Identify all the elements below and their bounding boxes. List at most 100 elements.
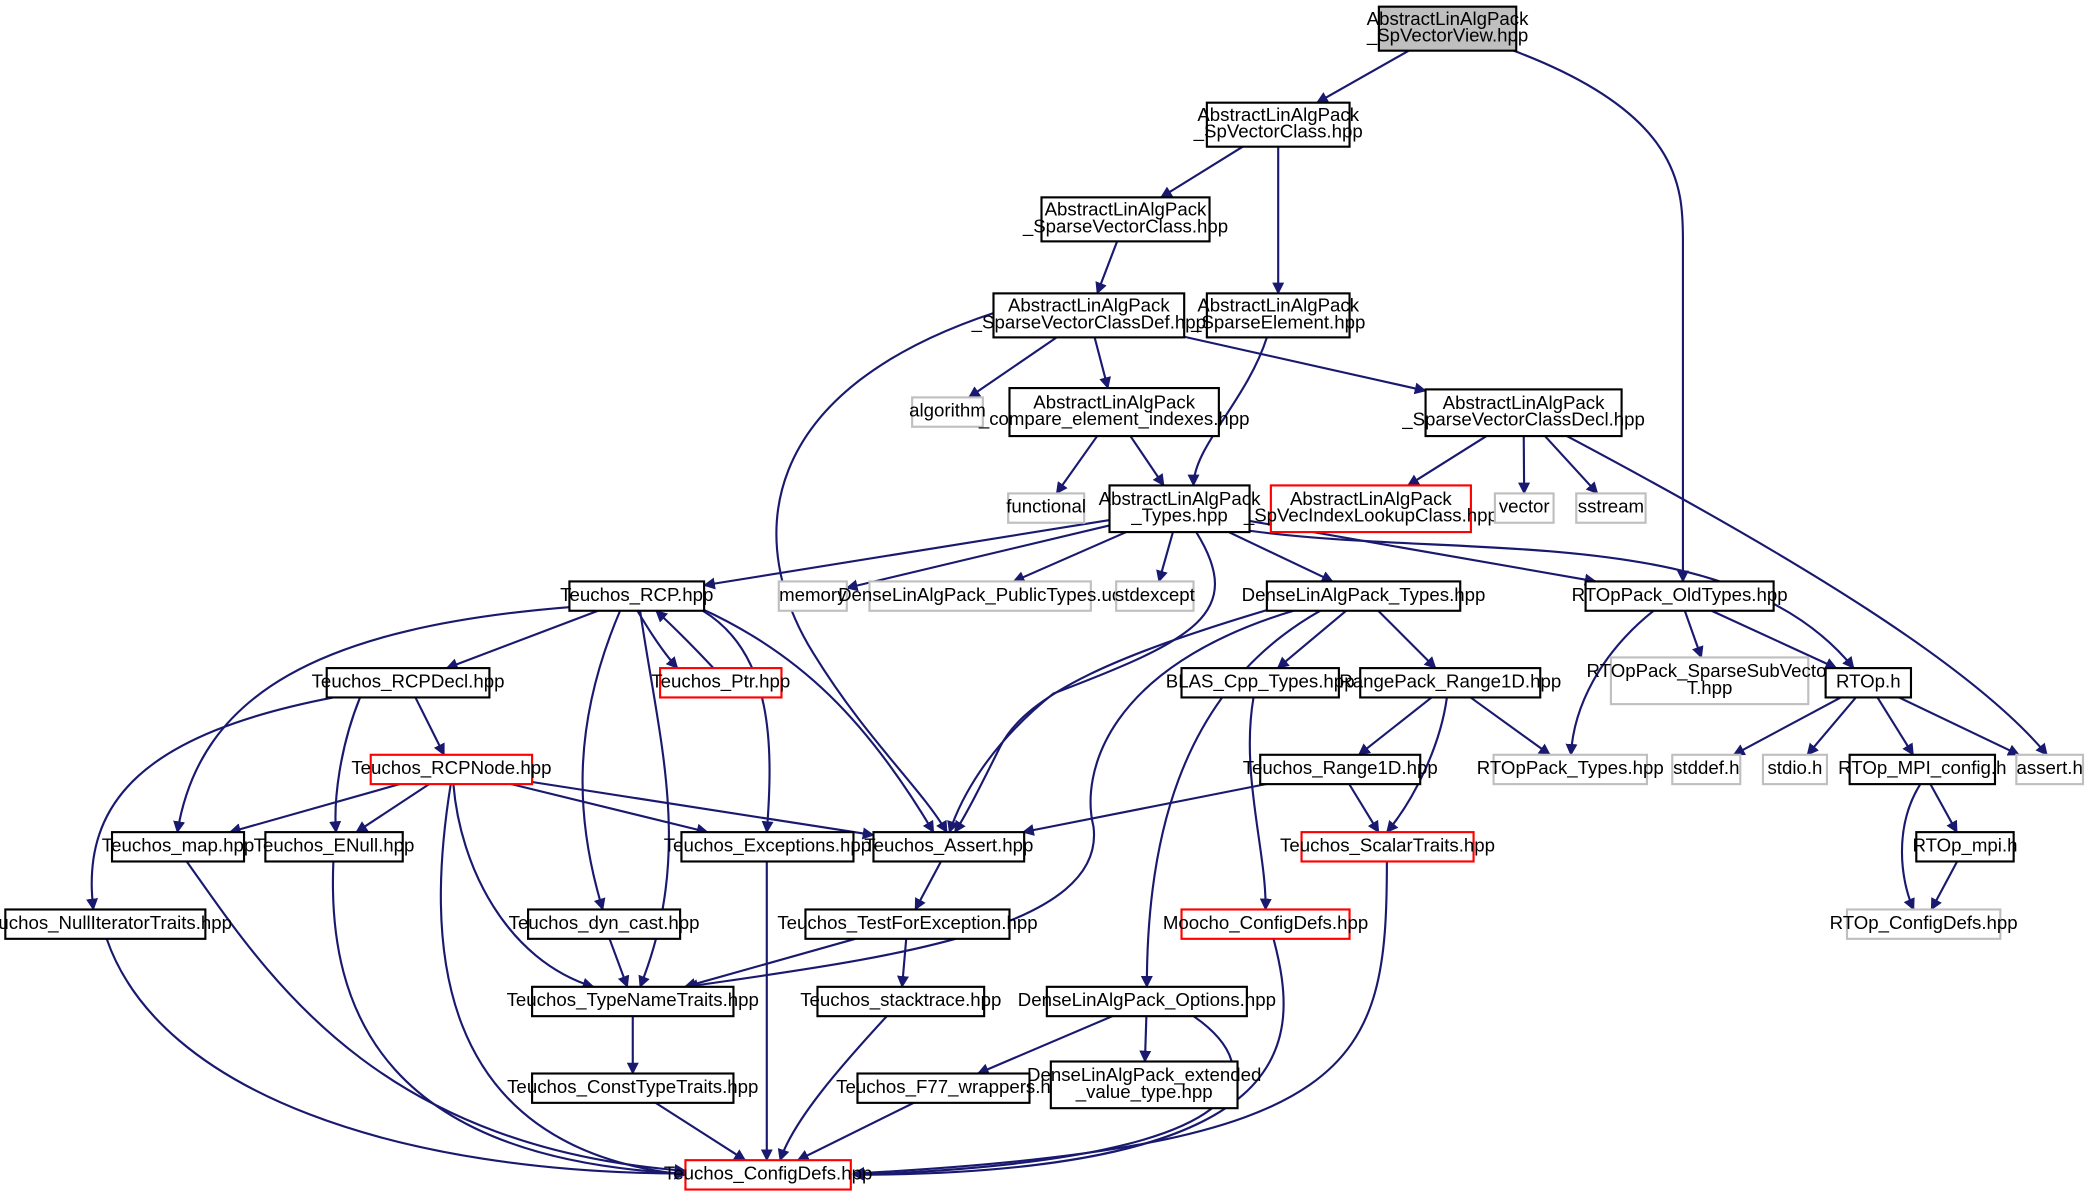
node-label: _SparseElement.hpp — [1190, 311, 1365, 333]
node-stdexcept[interactable]: stdexcept — [1115, 580, 1196, 612]
header-nodes: AbstractLinAlgPack_SpVectorView.hppAbstr… — [0, 5, 2085, 1191]
node-dlapt[interactable]: DenseLinAlgPack_PublicTypes.ud — [838, 580, 1122, 612]
node-box — [1259, 753, 1422, 786]
node-tfe[interactable]: Teuchos_TestForException.hpp — [777, 908, 1038, 940]
node-label: Teuchos_dyn_cast.hpp — [509, 912, 700, 934]
node-rcp[interactable]: Teuchos_RCP.hpp — [560, 580, 713, 612]
edge-types-to-rtoph — [1249, 529, 1855, 670]
node-label: DenseLinAlgPack_Types.hpp — [1242, 584, 1486, 606]
edge-dlatypes-to-range1d — [1377, 610, 1437, 669]
node-box — [1575, 492, 1647, 524]
node-box — [1180, 667, 1340, 699]
node-ptr[interactable]: Teuchos_Ptr.hpp — [651, 667, 790, 699]
node-spvc[interactable]: AbstractLinAlgPack_SpVectorClass.hpp — [1193, 101, 1363, 148]
edge-trange1d-to-scalartraits — [1348, 783, 1380, 834]
node-box — [1040, 196, 1211, 243]
edge-types-to-tassert — [947, 531, 1216, 834]
node-label: functional — [1006, 496, 1086, 517]
node-stacktrace[interactable]: Teuchos_stacktrace.hpp — [800, 985, 1001, 1018]
node-label: Teuchos_ConstTypeTraits.hpp — [507, 1076, 758, 1098]
node-box — [1049, 1060, 1239, 1110]
edge-dlatypes-to-tnt — [685, 609, 1294, 992]
node-label: stddef.h — [1673, 757, 1739, 778]
node-asserth[interactable]: assert.h — [2015, 753, 2085, 786]
node-svc[interactable]: AbstractLinAlgPack_SparseVectorClass.hpp — [1022, 196, 1228, 243]
edge-svcdef-to-cei — [1093, 337, 1111, 390]
node-box — [527, 908, 682, 940]
node-box — [4, 908, 207, 940]
node-box — [1007, 492, 1086, 524]
edge-mpiconfig-to-rtopcfg — [1900, 783, 1922, 911]
node-rtoptypes[interactable]: RTOpPack_Types.hpp — [1477, 753, 1664, 786]
node-configdefs[interactable]: Teuchos_ConfigDefs.hpp — [664, 1159, 872, 1191]
node-moocho[interactable]: Moocho_ConfigDefs.hpp — [1163, 908, 1368, 940]
node-rtopold[interactable]: RTOpPack_OldTypes.hpp — [1572, 580, 1788, 612]
node-box — [777, 580, 848, 612]
node-label: RTOpPack_Types.hpp — [1477, 757, 1664, 779]
node-cei[interactable]: AbstractLinAlgPack_compare_element_index… — [978, 386, 1250, 438]
node-rcpnode[interactable]: Teuchos_RCPNode.hpp — [351, 753, 551, 786]
node-rtopcfg[interactable]: RTOp_ConfigDefs.hpp — [1830, 908, 2018, 940]
node-rcpdecl[interactable]: Teuchos_RCPDecl.hpp — [312, 667, 505, 699]
node-enull[interactable]: Teuchos_ENull.hpp — [254, 831, 415, 863]
node-map[interactable]: Teuchos_map.hpp — [102, 831, 254, 863]
node-label: AbstractLinAlgPack — [1443, 392, 1605, 413]
node-label: _SparseVectorClassDef.hpp — [971, 311, 1206, 333]
node-dlaext[interactable]: DenseLinAlgPack_extended_value_type.hpp — [1027, 1060, 1261, 1110]
edge-dlatypes-to-blas — [1276, 609, 1347, 669]
node-rtoph[interactable]: RTOp.h — [1824, 667, 1913, 699]
node-box — [1265, 580, 1462, 612]
node-spvil[interactable]: AbstractLinAlgPack_SpVecIndexLookupClass… — [1243, 484, 1498, 534]
node-box — [531, 985, 735, 1018]
node-vector[interactable]: vector — [1493, 492, 1555, 524]
edge-svcdef-to-svcdecl — [1183, 335, 1427, 395]
node-label: Teuchos_Assert.hpp — [864, 834, 1033, 856]
node-label: AbstractLinAlgPack — [1197, 295, 1359, 316]
node-memory[interactable]: memory — [777, 580, 848, 612]
node-tassert[interactable]: Teuchos_Assert.hpp — [864, 831, 1033, 863]
node-functional[interactable]: functional — [1006, 492, 1086, 524]
node-ctt[interactable]: Teuchos_ConstTypeTraits.hpp — [507, 1072, 758, 1104]
edge-rtoph-to-stddef — [1732, 696, 1842, 756]
node-box — [325, 667, 491, 699]
node-algorithm[interactable]: algorithm — [909, 396, 986, 428]
node-label: stdio.h — [1767, 757, 1822, 778]
node-rtopmpi[interactable]: RTOp_mpi.h — [1912, 831, 2018, 863]
node-mpiconfig[interactable]: RTOp_MPI_config.h — [1838, 753, 2006, 786]
node-stddef[interactable]: stddef.h — [1671, 753, 1742, 786]
node-stdio[interactable]: stdio.h — [1761, 753, 1829, 786]
node-trange1d[interactable]: Teuchos_Range1D.hpp — [1243, 753, 1438, 786]
edge-tassert-to-tfe — [914, 860, 942, 911]
node-label: stdexcept — [1115, 584, 1196, 605]
edge-types-to-dlapt — [1012, 531, 1127, 583]
node-box — [1848, 753, 1997, 786]
node-types[interactable]: AbstractLinAlgPack_Types.hpp — [1099, 484, 1261, 534]
node-se[interactable]: AbstractLinAlgPack_SparseElement.hpp — [1190, 292, 1365, 339]
edge-stacktrace-to-configdefs — [777, 1015, 888, 1162]
node-nullit[interactable]: Teuchos_NullIteratorTraits.hpp — [0, 908, 232, 940]
node-blas[interactable]: BLAS_Cpp_Types.hpp — [1166, 667, 1355, 699]
node-box — [1492, 753, 1648, 786]
node-f77[interactable]: Teuchos_F77_wrappers.h — [836, 1072, 1051, 1104]
node-scalartraits[interactable]: Teuchos_ScalarTraits.hpp — [1280, 831, 1495, 863]
node-svcdef[interactable]: AbstractLinAlgPack_SparseVectorClassDef.… — [971, 292, 1206, 339]
node-sstream[interactable]: sstream — [1575, 492, 1647, 524]
node-label: RTOp.h — [1836, 670, 1901, 691]
node-label: Teuchos_RCPNode.hpp — [351, 757, 551, 779]
node-range1d[interactable]: RangePack_Range1D.hpp — [1339, 667, 1561, 699]
node-dlaopt[interactable]: DenseLinAlgPack_Options.hpp — [1018, 985, 1276, 1018]
edge-svcdecl-to-sstream — [1544, 435, 1599, 495]
edge-rtopold-to-rtopssv — [1683, 610, 1704, 659]
node-root[interactable]: AbstractLinAlgPack_SpVectorView.hpp — [1366, 5, 1529, 52]
node-dyncast[interactable]: Teuchos_dyn_cast.hpp — [509, 908, 700, 940]
node-label: sstream — [1578, 496, 1644, 517]
node-exceptions[interactable]: Teuchos_Exceptions.hpp — [664, 831, 871, 863]
edge-rcp-to-ptr — [636, 610, 679, 669]
edge-enull-to-configdefs — [331, 861, 687, 1180]
node-dlatypes[interactable]: DenseLinAlgPack_Types.hpp — [1242, 580, 1486, 612]
node-box — [1300, 831, 1475, 863]
edge-range1d-to-rtoptypes — [1469, 696, 1551, 756]
node-tnt[interactable]: Teuchos_TypeNameTraits.hpp — [507, 985, 759, 1018]
node-svcdecl[interactable]: AbstractLinAlgPack_SparseVectorClassDecl… — [1401, 388, 1645, 438]
